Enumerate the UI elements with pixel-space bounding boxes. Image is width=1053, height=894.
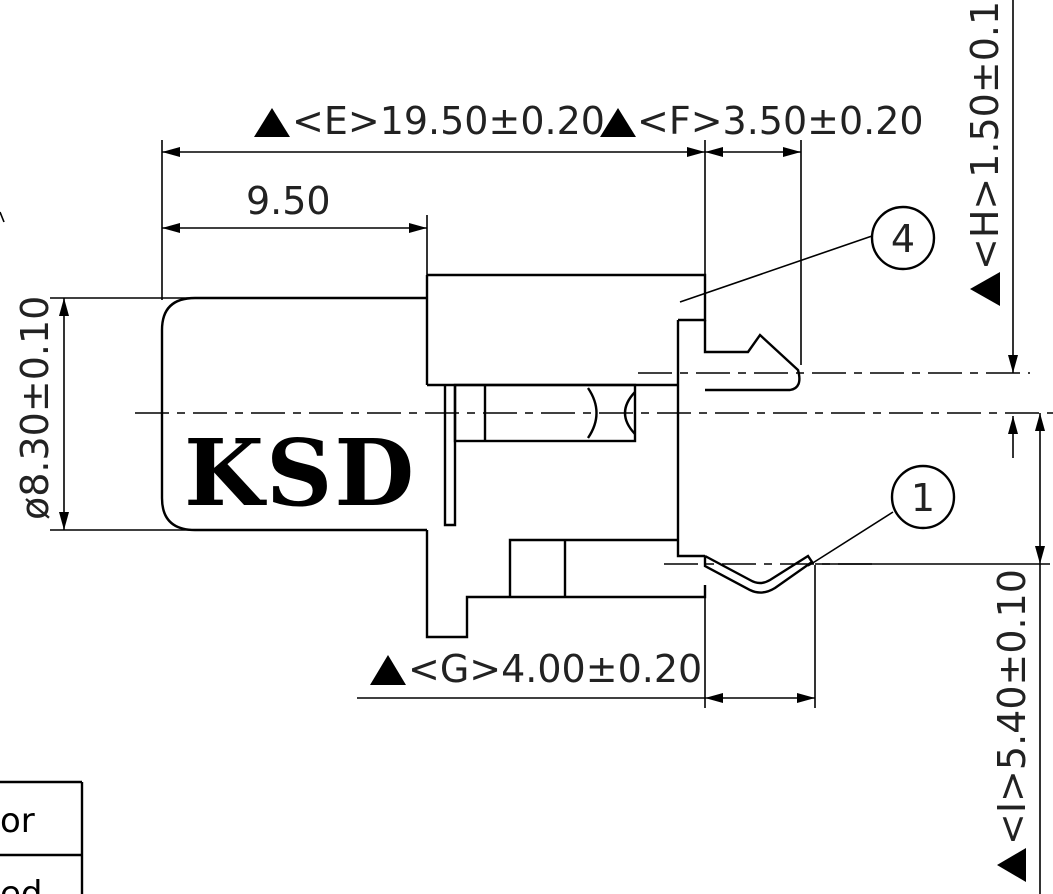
edge-tick	[0, 211, 5, 223]
dimension-h-label: <H>1.50±0.10	[963, 0, 1007, 270]
dimension-f: <F>3.50±0.20	[600, 99, 924, 365]
dimension-g-label: <G>4.00±0.20	[408, 647, 702, 691]
dimension-i: <I>5.40±0.10	[815, 413, 1050, 894]
callout-1: 1	[807, 464, 956, 567]
callout-1-number: 1	[911, 476, 935, 520]
dimension-e-label: <E>19.50±0.20	[292, 99, 605, 143]
callout-4-number: 4	[891, 217, 915, 261]
dimension-diameter: ø8.30±0.10	[13, 296, 200, 531]
dimension-9-50-label: 9.50	[246, 179, 331, 223]
dimension-diameter-label: ø8.30±0.10	[13, 296, 57, 520]
callout-4: 4	[679, 205, 936, 303]
connector-body	[160, 273, 814, 639]
table-cell-row2: ed	[0, 874, 43, 894]
ksd-logo: KSD	[184, 419, 416, 527]
dimension-9-50: 9.50	[162, 179, 428, 275]
dimension-f-label: <F>3.50±0.20	[637, 99, 924, 143]
dimension-g: <G>4.00±0.20	[357, 565, 816, 708]
triangle-marker-icon	[600, 108, 636, 137]
dimension-e: <E>19.50±0.20	[161, 99, 706, 300]
triangle-marker-icon	[970, 272, 1000, 306]
triangle-marker-icon	[370, 655, 406, 685]
table-cell-row1: or	[0, 801, 35, 841]
table-fragment: or ed	[0, 780, 84, 894]
dimension-i-label: <I>5.40±0.10	[990, 569, 1034, 845]
dimension-h: <H>1.50±0.10	[963, 0, 1018, 458]
triangle-marker-icon	[997, 848, 1026, 882]
triangle-marker-icon	[254, 108, 290, 137]
